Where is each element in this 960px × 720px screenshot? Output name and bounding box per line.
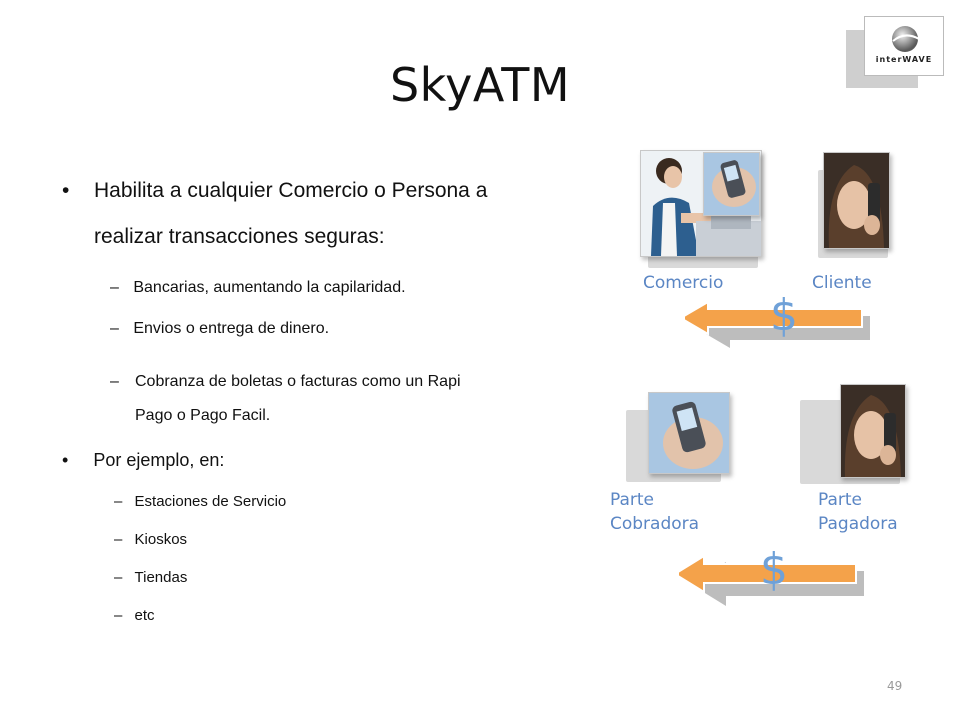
example-2: – Kioskos (114, 531, 187, 548)
dollar-symbol-bottom: $ (760, 544, 788, 595)
bullet-main-1-line-2: realizar transacciones seguras: (94, 225, 385, 248)
dot-bullet-icon: • (62, 179, 70, 202)
label-parte-pagadora-line-2: Pagadora (818, 514, 898, 534)
sub-bullet-1-text: Bancarias, aumentando la capilaridad. (133, 279, 406, 296)
slide-title: SkyATM (389, 58, 571, 112)
woman-photo-icon (823, 152, 890, 249)
sub-bullet-2: – Envios o entrega de dinero. (110, 320, 329, 338)
label-comercio: Comercio (643, 273, 724, 293)
dash-bullet-icon: – (110, 320, 119, 337)
arrow-left-icon (680, 298, 890, 348)
phone-icon (703, 152, 760, 216)
bullet-main-2-text: Por ejemplo, en: (93, 450, 225, 470)
label-parte-cobradora: Parte Cobradora (610, 488, 699, 536)
bullet-main-1: • Habilita a cualquier Comercio o Person… (62, 168, 622, 260)
dash-bullet-icon: – (114, 607, 123, 624)
label-parte-pagadora-line-1: Parte (818, 490, 863, 510)
label-parte-cobradora-line-2: Cobradora (610, 514, 700, 534)
bullet-main-2: • Por ejemplo, en: (62, 450, 224, 471)
sub-bullet-3-line-2: Pago o Pago Facil. (135, 407, 271, 424)
dash-bullet-icon: – (114, 569, 123, 586)
arrow-left-icon (674, 552, 884, 608)
sub-bullet-2-text: Envios o entrega de dinero. (133, 320, 330, 337)
dash-bullet-icon: – (110, 373, 119, 390)
label-parte-cobradora-line-1: Parte (610, 490, 655, 510)
example-1: – Estaciones de Servicio (114, 493, 286, 510)
dash-bullet-icon: – (110, 279, 119, 296)
page-number: 49 (887, 679, 903, 693)
woman-photo-icon (840, 384, 906, 478)
example-2-text: Kioskos (134, 531, 188, 548)
bullet-main-1-line-1: Habilita a cualquier Comercio o Persona … (94, 179, 488, 202)
example-1-text: Estaciones de Servicio (134, 493, 287, 510)
example-3-text: Tiendas (134, 569, 188, 586)
label-cliente: Cliente (812, 273, 872, 293)
interwave-logo-icon: interWAVE (864, 16, 944, 76)
label-parte-pagadora: Parte Pagadora (818, 488, 898, 536)
sub-bullet-3: – Cobranza de boletas o facturas como un… (110, 362, 461, 436)
logo-text: interWAVE (875, 55, 933, 64)
dash-bullet-icon: – (114, 531, 123, 548)
dollar-symbol-top: $ (770, 290, 798, 341)
dash-bullet-icon: – (114, 493, 123, 510)
dot-bullet-icon: • (62, 450, 69, 470)
example-4: – etc (114, 607, 155, 624)
phone-icon (648, 392, 730, 474)
sub-bullet-1: – Bancarias, aumentando la capilaridad. (110, 279, 406, 297)
example-3: – Tiendas (114, 569, 187, 586)
example-4-text: etc (134, 607, 155, 624)
sub-bullet-3-line-1: Cobranza de boletas o facturas como un R… (135, 373, 461, 390)
